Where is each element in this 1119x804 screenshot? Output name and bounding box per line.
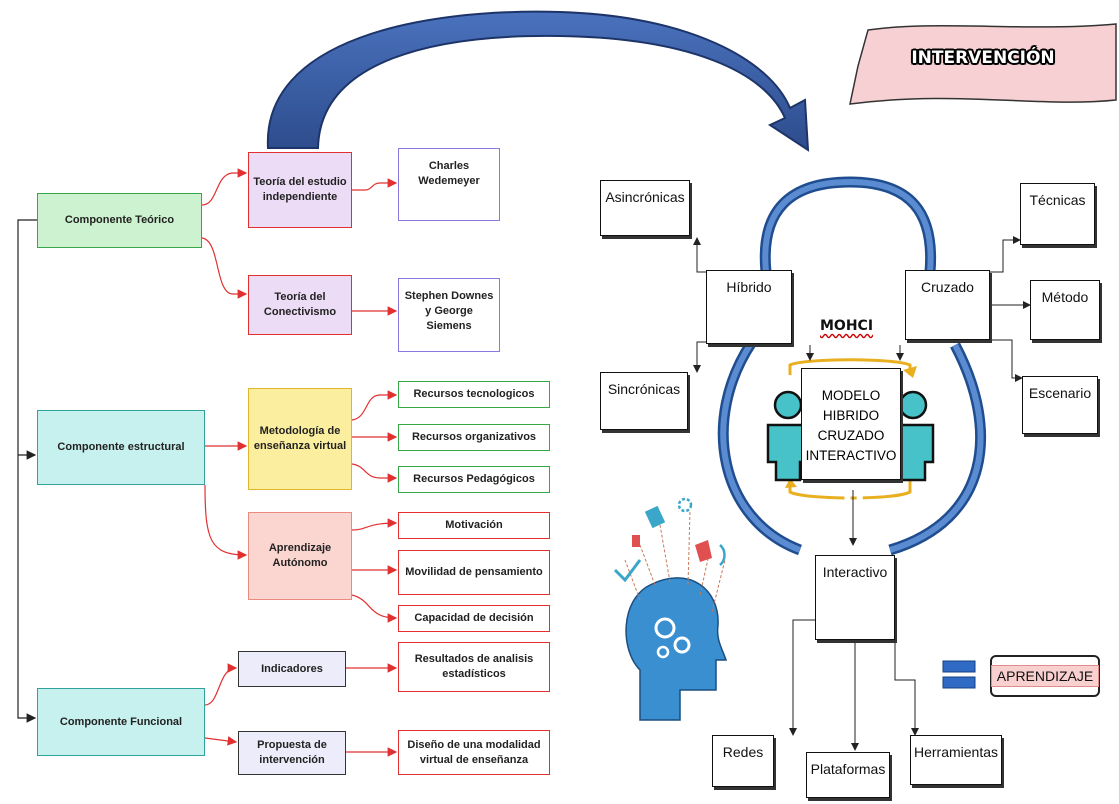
center-model-box: MODELO HIBRIDO CRUZADO INTERACTIVO — [801, 368, 901, 480]
equals-bars-icon — [942, 660, 976, 689]
leaf-capacidad-decision: Capacidad de decisión — [398, 605, 550, 632]
propuesta-intervencion: Propuesta de intervención — [238, 731, 346, 775]
componente-teorico: Componente Teórico — [37, 193, 202, 248]
title-banner — [849, 23, 1117, 105]
node-herramientas: Herramientas — [910, 735, 1002, 785]
big-curved-arrow — [266, 10, 810, 152]
node-tecnicas: Técnicas — [1020, 183, 1095, 245]
node-hibrido: Híbrido — [706, 270, 792, 344]
node-metodo: Método — [1030, 280, 1100, 340]
aprendizaje-label: APRENDIZAJE — [990, 665, 1100, 687]
componente-estructural: Componente estructural — [37, 410, 205, 485]
indicadores: Indicadores — [238, 651, 346, 687]
head-gears-icon — [613, 497, 728, 721]
node-escenario: Escenario — [1022, 376, 1098, 434]
intervention-title: INTERVENCIÓN — [911, 48, 1055, 68]
node-cruzado: Cruzado — [905, 270, 990, 340]
leaf-movilidad-pensamiento: Movilidad de pensamiento — [398, 550, 550, 595]
aprendizaje-autonomo: Aprendizaje Autónomo — [248, 512, 352, 600]
person-left-icon — [766, 390, 810, 482]
center-line-4: INTERACTIVO — [805, 448, 897, 463]
node-plataformas: Plataformas — [806, 752, 890, 798]
leaf-recursos-tecnologicos: Recursos tecnologicos — [398, 381, 550, 408]
node-interactivo: Interactivo — [815, 555, 895, 640]
leaf-recursos-organizativos: Recursos organizativos — [398, 424, 550, 451]
leaf-motivacion: Motivación — [398, 512, 550, 539]
leaf-charles-wedemeyer: Charles Wedemeyer — [398, 148, 500, 221]
teoria-estudio-independiente: Teoría del estudio independiente — [248, 152, 352, 228]
leaf-resultados-analisis: Resultados de analisis estadísticos — [398, 642, 550, 692]
leaf-downes-siemens: Stephen Downes y George Siemens — [398, 278, 500, 352]
leaf-diseno-modalidad: Diseño de una modalidad virtual de enseñ… — [398, 730, 550, 775]
center-line-3: CRUZADO — [817, 428, 885, 443]
node-redes: Redes — [712, 735, 774, 787]
leaf-recursos-pedagogicos: Recursos Pedagógicos — [398, 466, 550, 493]
center-line-1: MODELO — [821, 388, 881, 403]
teoria-conectivismo: Teoría del Conectivismo — [248, 275, 352, 335]
aprendizaje-box: APRENDIZAJE — [990, 655, 1100, 697]
center-line-2: HIBRIDO — [822, 408, 880, 423]
node-sincronicas: Sincrónicas — [600, 372, 688, 430]
mohci-label: MOHCI — [820, 318, 874, 334]
metodologia-ensenanza-virtual: Metodología de enseñanza virtual — [248, 388, 352, 490]
node-asincronicas: Asincrónicas — [600, 180, 690, 236]
componente-funcional: Componente Funcional — [37, 688, 205, 756]
